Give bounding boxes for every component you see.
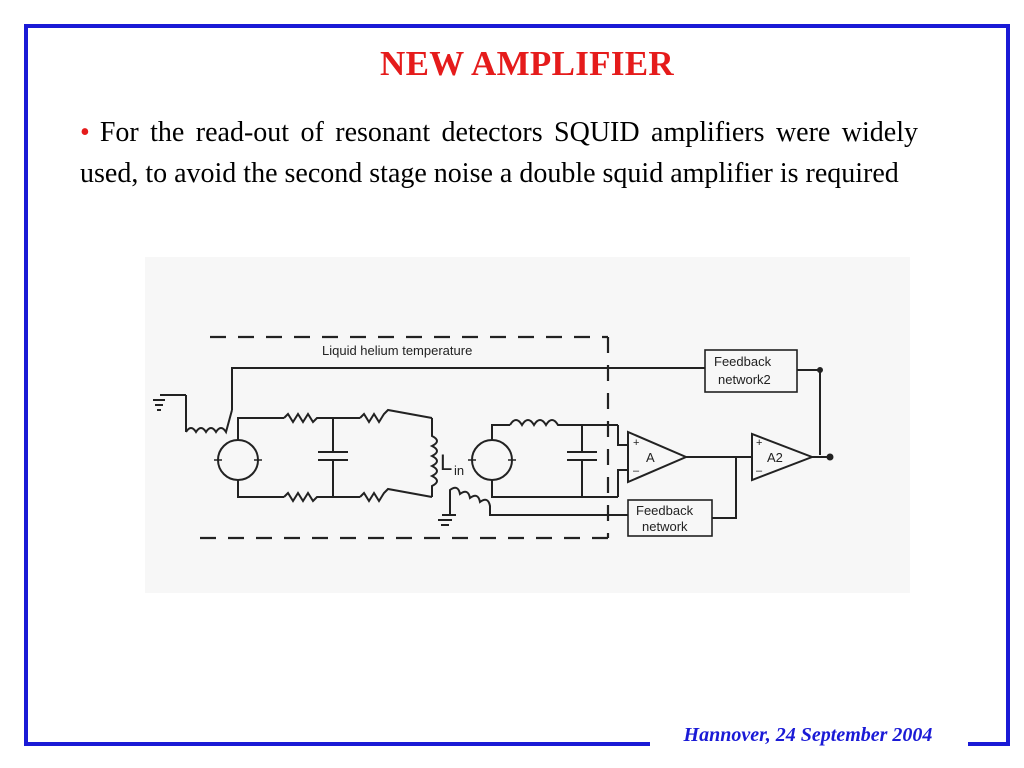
slide-frame-top [24,24,1010,28]
inductor-label-sub: in [454,463,464,478]
amp1-minus-wire [617,469,628,497]
inductor-label: L [440,450,452,475]
bullet-text: For the read-out of resonant detectors S… [80,117,918,189]
circuit-diagram: Liquid helium temperature Feedback netwo… [145,257,910,593]
footer-text: Hannover, 24 September 2004 [683,724,933,746]
inductor-lin [429,418,438,497]
resistor-bottom-2 [359,487,433,503]
capacitor-1 [318,418,348,497]
capacitor-2 [567,425,597,497]
slide-title: NEW AMPLIFIER [380,44,674,83]
amp2-plus: + [756,437,762,449]
resistor-top-2 [359,408,433,424]
feedback2-text-2: network2 [718,372,771,387]
resistor-bottom-1 [283,491,360,503]
feedback2-text-1: Feedback [714,354,772,369]
squid1-top-wire [237,417,284,440]
feedback-coil [449,486,628,516]
feedback1-text-2: network [642,519,688,534]
bullet-paragraph: •For the read-out of resonant detectors … [80,112,918,194]
amp1-label: A [646,450,655,465]
resistor-top-1 [283,412,360,424]
output-node [826,453,834,461]
slide-frame-bottom-left [24,742,650,746]
slide-frame-right [1006,24,1010,746]
ground-symbol-top [153,394,187,432]
squid1-bottom-wire [237,480,284,498]
feedback1-text-1: Feedback [636,503,694,518]
feedback2-wire [231,367,705,410]
helium-label: Liquid helium temperature [322,343,472,358]
bullet-symbol: • [80,117,90,148]
feedback1-wire [712,457,737,519]
amplifier-a2 [751,432,815,482]
amp2-label: A2 [767,450,783,465]
input-coil-left [185,409,233,435]
amp1-minus: – [633,465,640,477]
squid2-coil [509,419,618,427]
amp1-plus-wire [617,425,628,446]
slide-frame-left [24,24,28,746]
slide-frame-bottom-right [968,742,1010,746]
amp2-minus: – [756,465,763,477]
squid2-bottom-wire [491,480,618,498]
amplifier-a [627,430,689,484]
squid2-top-wire [491,424,510,440]
amp1-plus: + [633,437,639,449]
helium-boundary [200,335,610,540]
